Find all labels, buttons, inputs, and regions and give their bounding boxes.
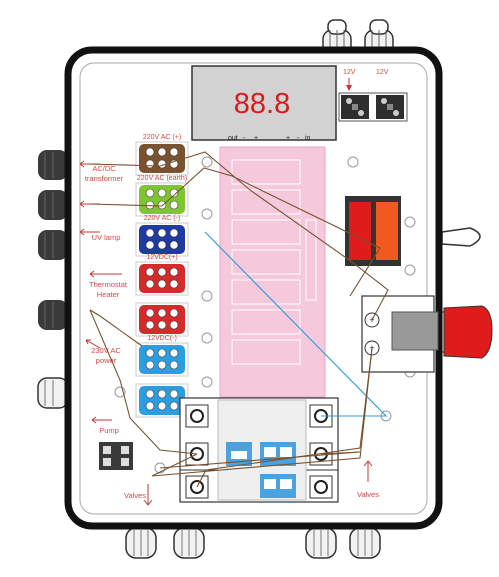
terminal-block-1: 220V AC (+) <box>135 134 189 176</box>
wires <box>87 151 389 488</box>
arrow-icon <box>89 270 122 278</box>
fuse-block: 12V 12V <box>338 69 408 122</box>
relay-board <box>179 397 339 503</box>
svg-text:-: - <box>243 135 246 142</box>
thermostat-label-1: Thermostat <box>89 280 128 289</box>
valves-right-label: Valves <box>357 490 379 499</box>
screw-terminal-icon <box>185 404 209 428</box>
terminal-block-4: 12VDC(+) <box>135 254 189 296</box>
transformer-label-2: transformer <box>85 174 124 183</box>
terminal-label: 220V AC (earth) <box>137 175 187 182</box>
relay-module-2 <box>260 442 296 466</box>
battery-pack <box>345 196 401 266</box>
top-right-12v-label: 12V <box>376 69 389 76</box>
top-left-12v-label: 12V <box>343 69 356 76</box>
fuse-icon <box>341 95 369 119</box>
terminal-label: 12VDC(-) <box>147 335 177 342</box>
transformer-label-1: AC/DC <box>92 164 116 173</box>
arrow-icon <box>91 416 112 424</box>
relay-module-3 <box>260 474 296 498</box>
terminal-block-2: 220V AC (earth) <box>135 175 189 217</box>
valves-left-label: Valves <box>124 491 146 500</box>
valve-labels: Valves Valves <box>124 460 379 506</box>
left-labels: AC/DC transformer UV lamp Thermostat Hea… <box>79 160 128 435</box>
arrow-icon <box>143 484 153 506</box>
terminal-block-5 <box>135 302 189 337</box>
ac-power-label-2: power <box>96 356 117 365</box>
display-reading: 88.8 <box>234 88 290 120</box>
terminal-label: 220V AC (-) <box>144 215 181 222</box>
pcb-board <box>219 146 326 398</box>
pump-connector <box>99 442 133 470</box>
terminal-label: 12VDC(+) <box>146 254 177 261</box>
terminal-label: 220V AC (+) <box>143 134 181 141</box>
battery-terminal-block: + + <box>361 295 439 373</box>
ac-power-label-1: 230V AC <box>91 346 121 355</box>
svg-text:+: + <box>254 135 258 142</box>
terminal-blocks: 220V AC (+) 220V AC (earth) 220V AC (-) 12V… <box>135 134 189 418</box>
fuse-icon <box>376 95 404 119</box>
arrow-icon <box>85 339 101 349</box>
terminal-block-6: 12VDC(-) <box>135 335 189 377</box>
display-out-label: out <box>228 135 238 142</box>
terminal-block-3: 220V AC (-) <box>135 215 189 257</box>
thermostat-label-2: Heater <box>97 290 120 299</box>
arrow-icon <box>79 228 100 236</box>
svg-text:+: + <box>286 135 290 142</box>
terminal-block-7 <box>135 383 189 418</box>
lcd-display: 88.8 out - + + - in <box>191 65 337 142</box>
pump-label: Pump <box>99 426 119 435</box>
enclosure-inner <box>79 62 428 515</box>
uv-lamp-label: UV lamp <box>92 233 121 242</box>
screw-terminal-icon <box>309 475 333 499</box>
display-in-label: in <box>305 135 311 142</box>
svg-text:-: - <box>297 135 300 142</box>
arrow-icon <box>363 460 373 482</box>
